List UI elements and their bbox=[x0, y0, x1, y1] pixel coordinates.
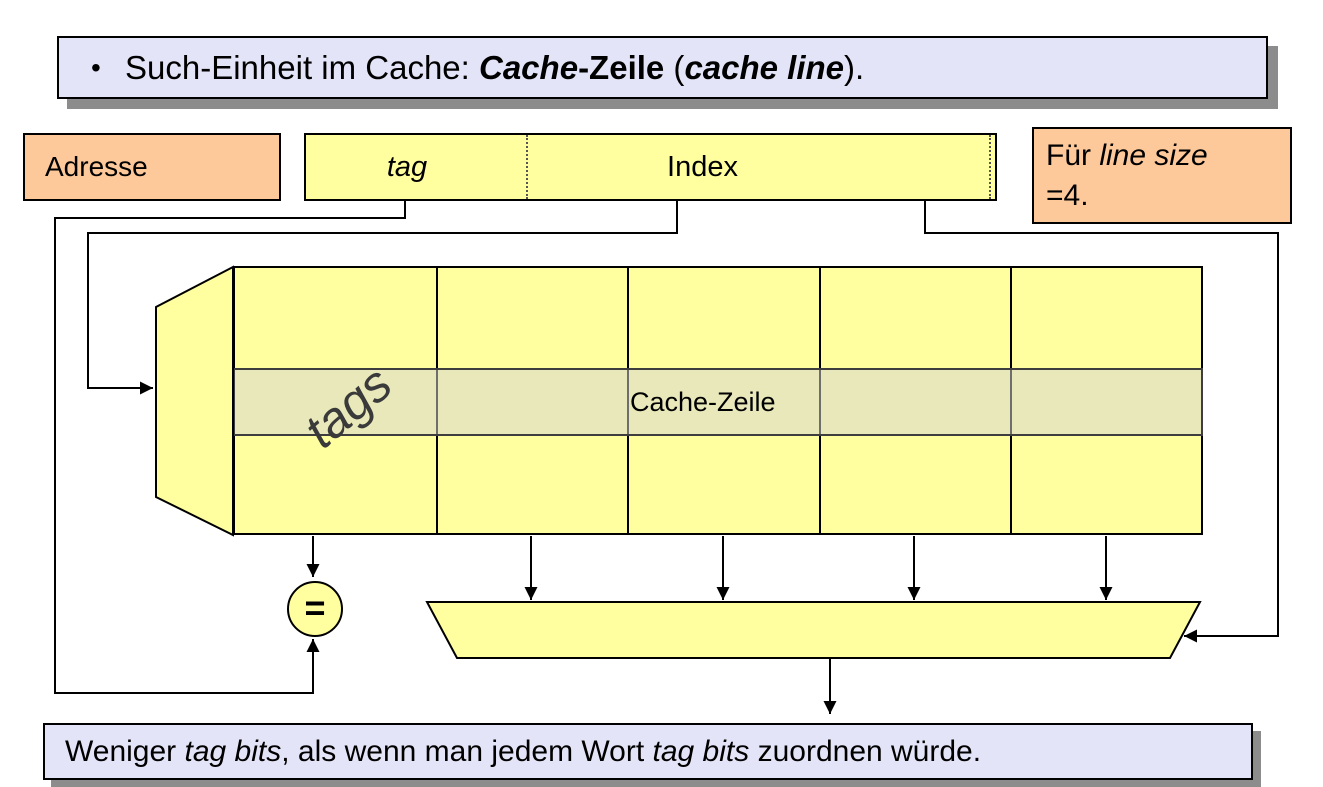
footer-seg-3: , als wenn man jedem Wort bbox=[281, 734, 653, 768]
address-field-index: Index bbox=[528, 135, 989, 199]
title-text: Such-Einheit im Cache: Cache-Zeile (cach… bbox=[125, 49, 864, 87]
title-seg-1: Such-Einheit im Cache: bbox=[125, 48, 479, 86]
title-seg-2: Cache bbox=[479, 48, 579, 86]
note-seg-2: line size bbox=[1099, 139, 1208, 172]
equals-symbol: = bbox=[304, 586, 326, 628]
adresse-label: Adresse bbox=[45, 151, 148, 182]
footer-seg-4: tag bits bbox=[652, 734, 750, 768]
footer-seg-5: zuordnen würde. bbox=[749, 734, 982, 768]
index-field-label: Index bbox=[667, 150, 738, 183]
note-seg-3: =4. bbox=[1046, 179, 1089, 212]
field-separator-dotted bbox=[526, 135, 528, 199]
footer-seg-2: tag bits bbox=[184, 734, 282, 768]
title-seg-5: cache line bbox=[684, 48, 845, 86]
title-seg-6: ). bbox=[844, 48, 865, 86]
footer-box: Weniger tag bits, als wenn man jedem Wor… bbox=[43, 723, 1253, 780]
tags-pointer-pentagon bbox=[155, 265, 234, 537]
address-bar: tag Index bbox=[304, 133, 997, 201]
note-seg-1: Für bbox=[1046, 139, 1100, 172]
bullet-glyph: • bbox=[91, 51, 101, 83]
title-box: • Such-Einheit im Cache: Cache-Zeile (ca… bbox=[57, 36, 1268, 99]
title-seg-4: ( bbox=[664, 48, 685, 86]
multiplexer-trapezoid bbox=[425, 601, 1202, 659]
line-size-note-box: Für line size =4. bbox=[1032, 127, 1292, 224]
footer-text: Weniger tag bits, als wenn man jedem Wor… bbox=[65, 735, 981, 769]
adresse-box: Adresse bbox=[23, 133, 281, 201]
field-separator-dotted bbox=[989, 135, 991, 199]
address-field-tag: tag bbox=[306, 135, 526, 199]
cache-line-label-text: Cache-Zeile bbox=[630, 386, 776, 417]
footer-seg-1: Weniger bbox=[65, 734, 185, 768]
tag-field-label: tag bbox=[386, 150, 428, 183]
title-seg-3: -Zeile bbox=[578, 48, 665, 86]
cache-line-label: Cache-Zeile bbox=[630, 368, 776, 436]
comparator-circle: = bbox=[287, 581, 343, 637]
cache-grid: Cache-Zeile bbox=[233, 266, 1203, 535]
address-field-offset bbox=[991, 135, 995, 199]
